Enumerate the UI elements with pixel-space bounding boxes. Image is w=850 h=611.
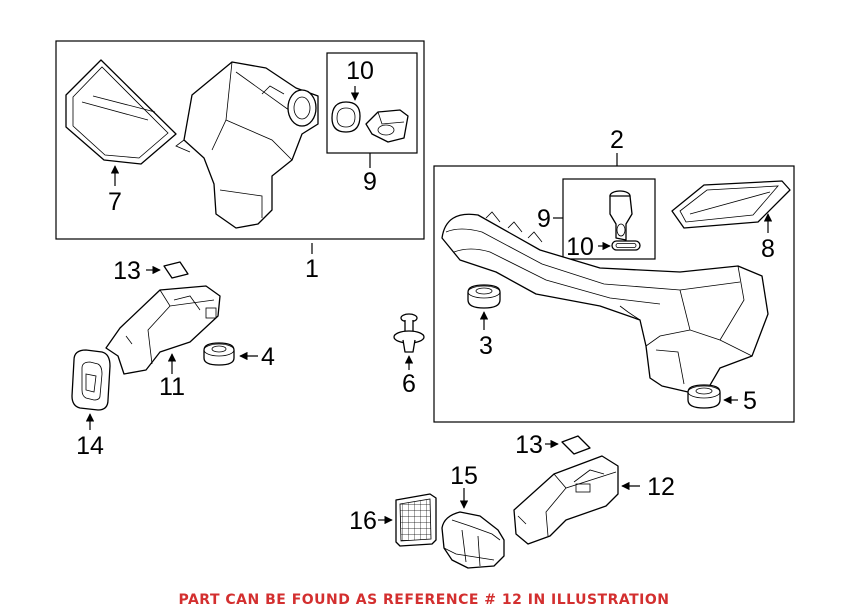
part-12-air-duct[interactable] bbox=[513, 455, 619, 545]
callout-11: 11 bbox=[159, 373, 185, 401]
part-6-mounting-pin[interactable] bbox=[393, 313, 425, 353]
part-9-connector-right[interactable] bbox=[609, 190, 633, 241]
callout-9-left: 9 bbox=[363, 168, 377, 196]
callout-9-right: 9 bbox=[537, 205, 551, 233]
air-intake-duct-assembly[interactable] bbox=[441, 211, 769, 393]
callout-12: 12 bbox=[647, 473, 675, 501]
part-9-connector-left[interactable] bbox=[365, 109, 409, 143]
part-10-seal-right[interactable] bbox=[611, 240, 641, 251]
part-13-pad-right[interactable] bbox=[561, 435, 591, 455]
part-4-grommet[interactable] bbox=[203, 342, 235, 366]
assembly-box-2 bbox=[433, 165, 795, 423]
callout-15: 15 bbox=[450, 462, 478, 490]
reference-note: PART CAN BE FOUND AS REFERENCE # 12 IN I… bbox=[179, 592, 670, 608]
part-13-pad-left[interactable] bbox=[163, 261, 189, 279]
callout-10-left: 10 bbox=[346, 57, 374, 85]
callout-8: 8 bbox=[761, 235, 775, 263]
subassembly-box-9-right bbox=[562, 178, 656, 260]
part-14-duct-seal[interactable] bbox=[71, 349, 111, 411]
callout-16: 16 bbox=[349, 507, 377, 535]
part-5-grommet[interactable] bbox=[687, 384, 721, 409]
part-3-grommet[interactable] bbox=[467, 284, 501, 309]
callout-3: 3 bbox=[479, 332, 493, 360]
part-8-air-filter[interactable] bbox=[671, 180, 791, 229]
callout-10-right: 10 bbox=[566, 233, 594, 261]
callout-7: 7 bbox=[108, 188, 122, 216]
part-10-seal-left[interactable] bbox=[331, 101, 361, 133]
callout-2: 2 bbox=[610, 126, 624, 154]
callout-4: 4 bbox=[261, 343, 275, 371]
part-11-air-duct[interactable] bbox=[105, 285, 221, 375]
callout-13-left: 13 bbox=[113, 257, 141, 285]
callout-14: 14 bbox=[76, 432, 104, 460]
part-15-duct-shroud[interactable] bbox=[441, 511, 505, 569]
callout-6: 6 bbox=[402, 370, 416, 398]
assembly-box-1 bbox=[55, 40, 425, 240]
part-7-air-filter[interactable] bbox=[65, 59, 177, 165]
callout-5: 5 bbox=[743, 387, 757, 415]
callout-13-right: 13 bbox=[515, 431, 543, 459]
part-16-screen[interactable] bbox=[395, 493, 437, 547]
callout-1: 1 bbox=[305, 255, 319, 283]
subassembly-box-9-left bbox=[326, 52, 418, 154]
air-cleaner-housing-upper[interactable] bbox=[175, 61, 319, 229]
